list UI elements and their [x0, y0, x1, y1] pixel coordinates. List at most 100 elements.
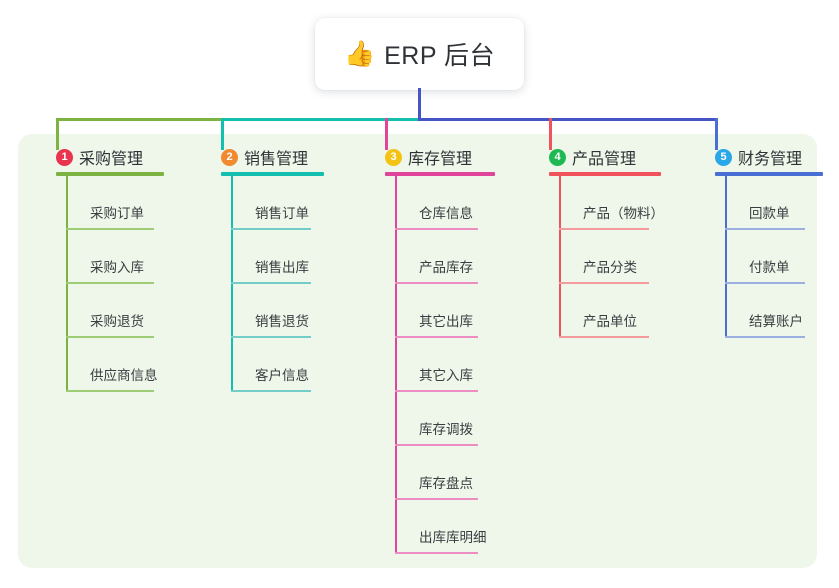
- branch-header-3[interactable]: 3 库存管理: [367, 146, 485, 168]
- leaf-node[interactable]: 其它入库: [367, 338, 485, 392]
- branch-header-4[interactable]: 4 产品管理: [531, 146, 659, 168]
- leaf-label: 供应商信息: [90, 368, 158, 383]
- leaf-underline: [66, 336, 154, 338]
- branch-title: 采购管理: [79, 151, 144, 168]
- branch-column-5: 5 财务管理回款单付款单结算账户: [697, 146, 823, 338]
- leaf-node[interactable]: 采购订单: [38, 176, 158, 230]
- branch-connector-3: [385, 118, 388, 150]
- branch-column-4: 4 产品管理产品（物料） 产品分类产品单位: [531, 146, 664, 338]
- leaf-underline: [231, 390, 311, 392]
- branch-stem: [66, 176, 68, 392]
- leaf-node[interactable]: 库存调拨: [367, 392, 485, 446]
- leaf-label: 采购退货: [90, 314, 144, 329]
- leaf-underline: [559, 282, 649, 284]
- leaf-label: 仓库信息: [419, 206, 473, 221]
- leaf-underline: [231, 228, 311, 230]
- leaf-node[interactable]: 回款单: [697, 176, 815, 230]
- leaf-node[interactable]: 销售出库: [203, 230, 321, 284]
- branch-title: 产品管理: [572, 151, 637, 168]
- branch-title: 库存管理: [408, 151, 473, 168]
- leaf-label: 出库库明细: [419, 530, 487, 545]
- root-node[interactable]: 👍 ERP 后台: [315, 18, 524, 90]
- branch-stem: [559, 176, 561, 338]
- bus-segment-2: [221, 118, 421, 121]
- leaf-node[interactable]: 销售订单: [203, 176, 321, 230]
- leaf-underline: [395, 282, 478, 284]
- branch-connector-4: [549, 118, 552, 150]
- leaf-node[interactable]: 供应商信息: [38, 338, 158, 392]
- leaf-label: 结算账户: [749, 314, 803, 329]
- leaf-underline: [559, 228, 649, 230]
- root-node-title: ERP 后台: [384, 42, 496, 70]
- leaf-underline: [395, 444, 478, 446]
- thumbs-up-icon: 👍: [343, 39, 376, 68]
- leaf-list: 回款单付款单结算账户: [697, 176, 815, 338]
- branch-connector-2: [221, 118, 224, 150]
- leaf-list: 采购订单采购入库采购退货供应商信息: [38, 176, 158, 392]
- branch-number-badge: 2: [221, 148, 238, 166]
- leaf-underline: [66, 282, 154, 284]
- branch-number-badge: 3: [385, 148, 402, 166]
- leaf-underline: [66, 228, 154, 230]
- branch-stem: [725, 176, 727, 338]
- branch-stem: [395, 176, 397, 554]
- bus-segment-1: [56, 118, 221, 121]
- leaf-underline: [231, 282, 311, 284]
- leaf-node[interactable]: 其它出库: [367, 284, 485, 338]
- leaf-underline: [395, 228, 478, 230]
- leaf-label: 产品（物料）: [583, 206, 664, 221]
- branch-connector-5: [715, 118, 718, 150]
- leaf-node[interactable]: 产品分类: [531, 230, 659, 284]
- leaf-node[interactable]: 销售退货: [203, 284, 321, 338]
- leaf-node[interactable]: 结算账户: [697, 284, 815, 338]
- leaf-label: 销售订单: [255, 206, 309, 221]
- leaf-list: 销售订单销售出库销售退货客户信息: [203, 176, 321, 392]
- leaf-underline: [725, 336, 805, 338]
- leaf-label: 客户信息: [255, 368, 309, 383]
- leaf-label: 产品单位: [583, 314, 637, 329]
- branch-connector-1: [56, 118, 59, 150]
- leaf-label: 库存调拨: [419, 422, 473, 437]
- leaf-node[interactable]: 付款单: [697, 230, 815, 284]
- leaf-node[interactable]: 库存盘点: [367, 446, 485, 500]
- leaf-label: 采购订单: [90, 206, 144, 221]
- leaf-label: 销售出库: [255, 260, 309, 275]
- branch-number-badge: 5: [715, 148, 732, 166]
- leaf-node[interactable]: 产品（物料）: [531, 176, 664, 230]
- leaf-label: 销售退货: [255, 314, 309, 329]
- branch-underline: [715, 172, 823, 176]
- leaf-label: 其它出库: [419, 314, 473, 329]
- leaf-node[interactable]: 客户信息: [203, 338, 321, 392]
- leaf-label: 其它入库: [419, 368, 473, 383]
- leaf-underline: [725, 228, 805, 230]
- leaf-node[interactable]: 采购退货: [38, 284, 158, 338]
- leaf-node[interactable]: 采购入库: [38, 230, 158, 284]
- leaf-underline: [395, 336, 478, 338]
- branch-underline: [385, 172, 495, 176]
- leaf-underline: [395, 498, 478, 500]
- leaf-label: 产品库存: [419, 260, 473, 275]
- leaf-underline: [231, 336, 311, 338]
- leaf-label: 付款单: [749, 260, 790, 275]
- root-connector-stem: [418, 88, 421, 121]
- leaf-node[interactable]: 产品单位: [531, 284, 659, 338]
- leaf-node[interactable]: 仓库信息: [367, 176, 485, 230]
- branch-underline: [549, 172, 661, 176]
- leaf-node[interactable]: 出库库明细: [367, 500, 487, 554]
- leaf-label: 库存盘点: [419, 476, 473, 491]
- leaf-label: 产品分类: [583, 260, 637, 275]
- leaf-underline: [559, 336, 649, 338]
- bus-segment-3: [418, 118, 718, 121]
- leaf-underline: [395, 552, 478, 554]
- branch-header-5[interactable]: 5 财务管理: [697, 146, 815, 168]
- leaf-node[interactable]: 产品库存: [367, 230, 485, 284]
- branch-number-badge: 4: [549, 148, 566, 166]
- branch-title: 财务管理: [738, 151, 803, 168]
- leaf-list: 产品（物料） 产品分类产品单位: [531, 176, 664, 338]
- leaf-underline: [66, 390, 154, 392]
